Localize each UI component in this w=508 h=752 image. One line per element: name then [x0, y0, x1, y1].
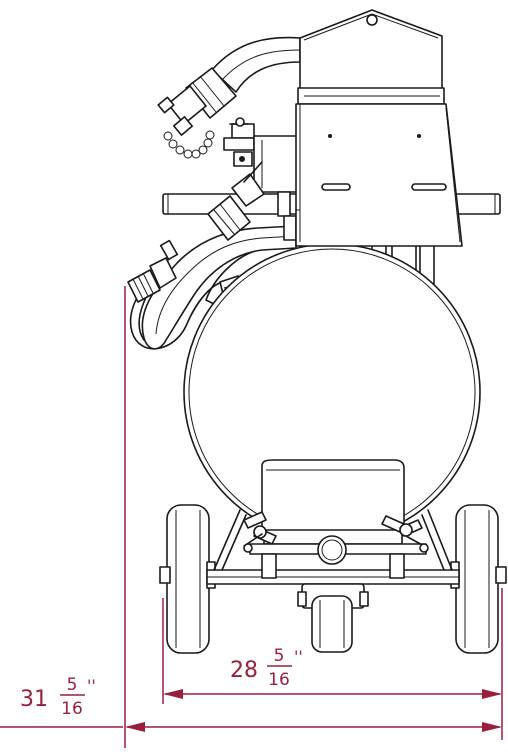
inner-width-whole: 28: [230, 658, 258, 683]
camlock-coupler: [157, 67, 237, 136]
motor-housing: [295, 87, 463, 247]
right-t-handle-knob: [381, 515, 429, 553]
left-t-handle-knob: [243, 511, 277, 553]
motor-cover: [299, 9, 443, 91]
outer-width-whole: 31: [20, 687, 48, 712]
outer-width-numerator: 5: [67, 675, 78, 695]
inner-width-numerator: 5: [274, 646, 285, 666]
front-bracket: [249, 459, 427, 579]
discharge-nozzle: [127, 239, 179, 303]
coupler-chain: [163, 130, 215, 159]
valve-manifold: [223, 117, 299, 241]
inner-width-unit: '': [294, 647, 303, 666]
hose-coupler: [207, 161, 265, 241]
outer-width-denominator: 16: [61, 699, 83, 719]
dimension-label-inner: 28 5 16 '': [230, 646, 303, 690]
dimension-label-outer: 31 5 16 '': [20, 675, 96, 719]
dimension-outer-width: [0, 286, 502, 748]
inner-width-denominator: 16: [268, 670, 290, 690]
outer-width-unit: '': [87, 676, 96, 695]
center-caster-wheel: [297, 583, 369, 653]
dimension-inner-width: [162, 588, 503, 740]
